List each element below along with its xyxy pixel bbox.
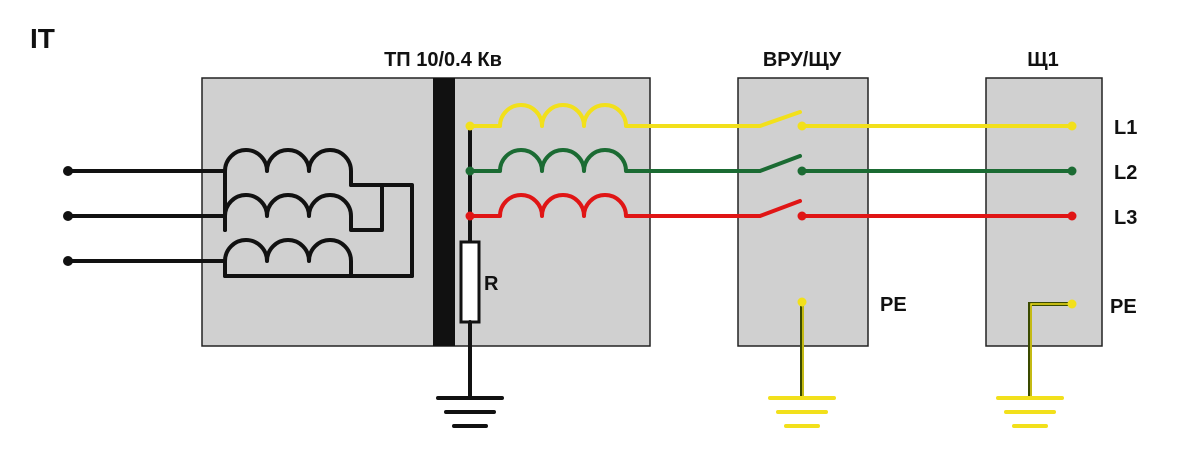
secondary-star-point: [459, 124, 481, 400]
resistor: [459, 240, 481, 324]
phase-l1-circuit: [465, 103, 1077, 131]
tp-label: ТП 10/0.4 Кв: [384, 49, 502, 71]
phase-label-l2: L2: [1114, 162, 1137, 184]
phase-label-l1: L1: [1114, 117, 1137, 139]
system-label: IT: [30, 23, 55, 54]
sh1-ground-icon: [996, 396, 1064, 428]
sh1-pe-circuit: [1028, 299, 1077, 398]
sh1-label: Щ1: [1027, 49, 1059, 71]
vru-pe-circuit: [797, 297, 807, 398]
pe-label-sh1: PE: [1110, 296, 1137, 318]
phase-label-l3: L3: [1114, 207, 1137, 229]
resistor-label: R: [484, 273, 499, 295]
sh1-box: [985, 77, 1103, 347]
transformer-box: [201, 77, 651, 347]
vru-ground-icon: [768, 396, 836, 428]
phase-l2-circuit: [465, 148, 1077, 176]
transformer-core: [433, 78, 455, 346]
vru-label: ВРУ/ЩУ: [763, 49, 842, 71]
transformer-ground-icon: [436, 396, 504, 428]
primary-inputs: [63, 166, 227, 266]
phase-l3-circuit: [465, 193, 1077, 221]
pe-label-vru: PE: [880, 294, 907, 316]
primary-windings: [223, 148, 414, 278]
